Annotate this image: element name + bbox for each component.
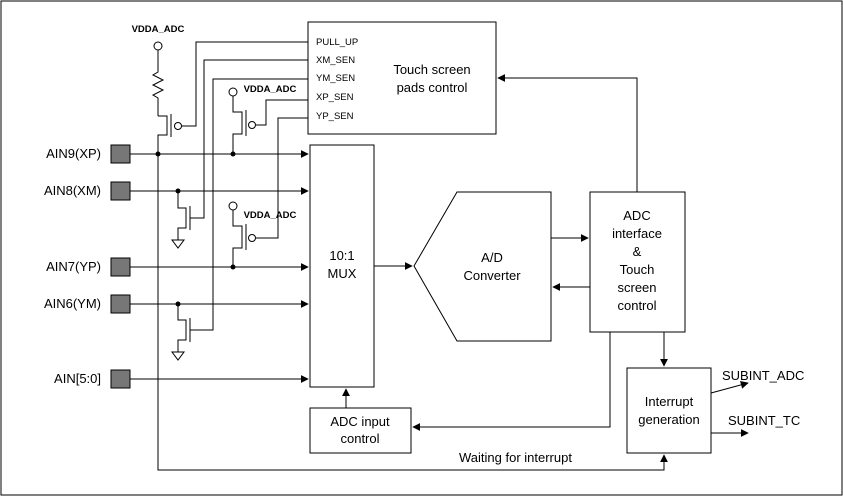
adc-input-control-line1: ADC input xyxy=(330,414,390,429)
xp-switch-circuit: VDDA_ADC xyxy=(228,84,308,157)
converter-block: A/D Converter xyxy=(413,191,552,342)
signal-ym-sen: YM_SEN xyxy=(316,73,355,84)
adc-interface-line4: Touch xyxy=(620,262,655,277)
mux-block: 10:1 MUX xyxy=(309,144,375,388)
interrupt-line2: generation xyxy=(638,412,699,427)
pin-pad-ain9 xyxy=(110,144,131,164)
signal-xp-sen: XP_SEN xyxy=(316,92,354,103)
yp-switch-circuit: VDDA_ADC xyxy=(228,117,308,270)
pin-label-ain5-0: AIN[5:0] xyxy=(54,371,101,386)
pads-control-title-line2: pads control xyxy=(397,80,468,95)
adc-interface-line1: ADC xyxy=(623,208,650,223)
adc-interface-line2: interface xyxy=(612,226,662,241)
mux-line2: MUX xyxy=(328,266,357,281)
interrupt-generation-block: Interrupt generation xyxy=(626,367,712,454)
adc-interface-line5: screen xyxy=(617,280,656,295)
ym-switch-circuit xyxy=(171,78,308,361)
pin-label-ain8: AIN8(XM) xyxy=(44,183,101,198)
pin-label-ain9: AIN9(XP) xyxy=(46,146,101,161)
wire-waiting-interrupt xyxy=(157,154,668,471)
wire-interface-input-control xyxy=(412,332,611,431)
waiting-for-interrupt-label: Waiting for interrupt xyxy=(459,450,572,465)
pin-pad-ain8 xyxy=(110,181,131,201)
vdda-node-1 xyxy=(153,41,163,51)
adc-input-control-line2: control xyxy=(340,431,379,446)
xm-switch-circuit xyxy=(171,59,308,249)
ground-symbol-xm xyxy=(171,239,185,249)
adc-interface-line3: & xyxy=(633,244,642,259)
adc-interface-line6: control xyxy=(617,298,656,313)
vdda-label-2: VDDA_ADC xyxy=(244,84,297,95)
subint-adc-label: SUBINT_ADC xyxy=(722,368,804,383)
pull-up-circuit: VDDA_ADC xyxy=(132,24,308,157)
pin-pad-ain5-0 xyxy=(110,369,131,389)
mux-line1: 10:1 xyxy=(329,248,354,263)
input-pins: AIN9(XP) AIN8(XM) AIN7(YP) AIN6(YM) AIN[… xyxy=(44,144,131,389)
adc-interface-block: ADC interface & Touch screen control xyxy=(589,191,686,333)
pin-label-ain6: AIN6(YM) xyxy=(44,296,101,311)
signal-xm-sen: XM_SEN xyxy=(316,55,355,66)
vdda-label-1: VDDA_ADC xyxy=(132,24,185,35)
adc-input-control-block: ADC input control xyxy=(309,407,412,454)
ground-symbol-ym xyxy=(171,351,185,361)
wire-interface-pads xyxy=(497,74,638,192)
subint-tc-label: SUBINT_TC xyxy=(728,413,800,428)
converter-line2: Converter xyxy=(463,268,521,283)
interrupt-line1: Interrupt xyxy=(645,394,694,409)
converter-line1: A/D xyxy=(481,250,503,265)
pads-control-title-line1: Touch screen xyxy=(393,62,470,77)
signal-yp-sen: YP_SEN xyxy=(316,111,354,122)
vdda-label-3: VDDA_ADC xyxy=(244,210,297,221)
pin-label-ain7: AIN7(YP) xyxy=(46,259,101,274)
pin-pad-ain6 xyxy=(110,294,131,314)
pin-pad-ain7 xyxy=(110,257,131,277)
subint-adc-arrow xyxy=(710,381,749,394)
signal-pull-up: PULL_UP xyxy=(316,37,358,48)
pads-control-block: Touch screen pads control PULL_UP XM_SEN… xyxy=(307,21,497,135)
